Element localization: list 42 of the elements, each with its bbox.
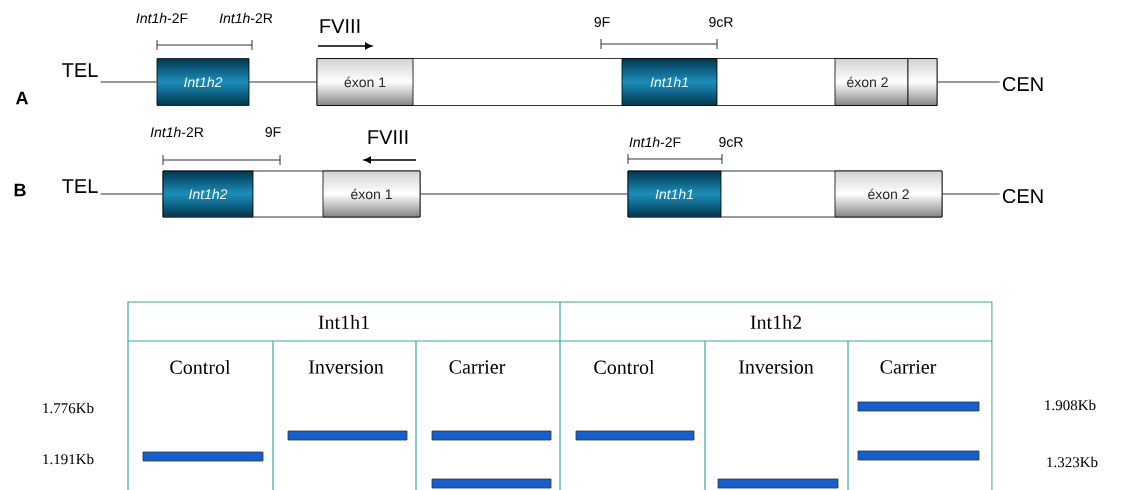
intron-box: Int1h1 xyxy=(627,170,722,218)
primer-label: Int1h-2R xyxy=(150,126,204,138)
lane-header: Carrier xyxy=(880,360,937,374)
intron-box: Int1h2 xyxy=(162,170,254,218)
band-size-label: 1.776Kb xyxy=(43,402,94,414)
connector-line xyxy=(937,81,1001,83)
chromosome-end-label: CEN xyxy=(1002,188,1043,204)
chromosome-end-label: TEL xyxy=(62,179,98,193)
primer-label: Int1h-2F xyxy=(136,12,188,24)
connector-line xyxy=(420,193,628,195)
intron-box: Int1h1 xyxy=(621,58,718,106)
panel-letter: A xyxy=(15,91,29,105)
column-header: Int1h1 xyxy=(318,314,369,330)
panel-letter: B xyxy=(14,183,26,197)
exon-box: éxon 1 xyxy=(316,58,414,106)
connector-line xyxy=(249,81,317,83)
exon-box: éxon 2 xyxy=(834,170,943,218)
gene-label: FVIII xyxy=(368,130,408,144)
chromosome-end-label: TEL xyxy=(62,63,98,77)
band-size-label: 1.908Kb xyxy=(1045,399,1096,411)
connector-line xyxy=(942,193,1001,195)
intron-box: Int1h2 xyxy=(156,58,250,106)
primer-label: Int1h-2F xyxy=(629,136,681,148)
primer-label: 9F xyxy=(594,17,610,27)
primer-label: 9F xyxy=(265,127,281,137)
exon-box: éxon 1 xyxy=(322,170,421,218)
connector-line xyxy=(100,193,163,195)
band-size-label: 1.191Kb xyxy=(43,453,94,465)
band-size-label: 1.323Kb xyxy=(1047,456,1098,468)
lane-header: Inversion xyxy=(738,360,814,374)
column-header: Int1h2 xyxy=(750,314,801,330)
primer-label: 9cR xyxy=(709,17,733,27)
primer-label: Int1h-2R xyxy=(219,12,273,24)
primer-label: 9cR xyxy=(719,137,743,147)
connector-line xyxy=(100,81,157,83)
exon-box xyxy=(907,58,938,106)
chromosome-end-label: CEN xyxy=(1002,76,1043,92)
lane-header: Control xyxy=(594,359,655,375)
lane-header: Carrier xyxy=(449,360,506,374)
gene-label: FVIII xyxy=(320,19,360,33)
lane-header: Control xyxy=(170,359,231,375)
lane-header: Inversion xyxy=(308,360,384,374)
